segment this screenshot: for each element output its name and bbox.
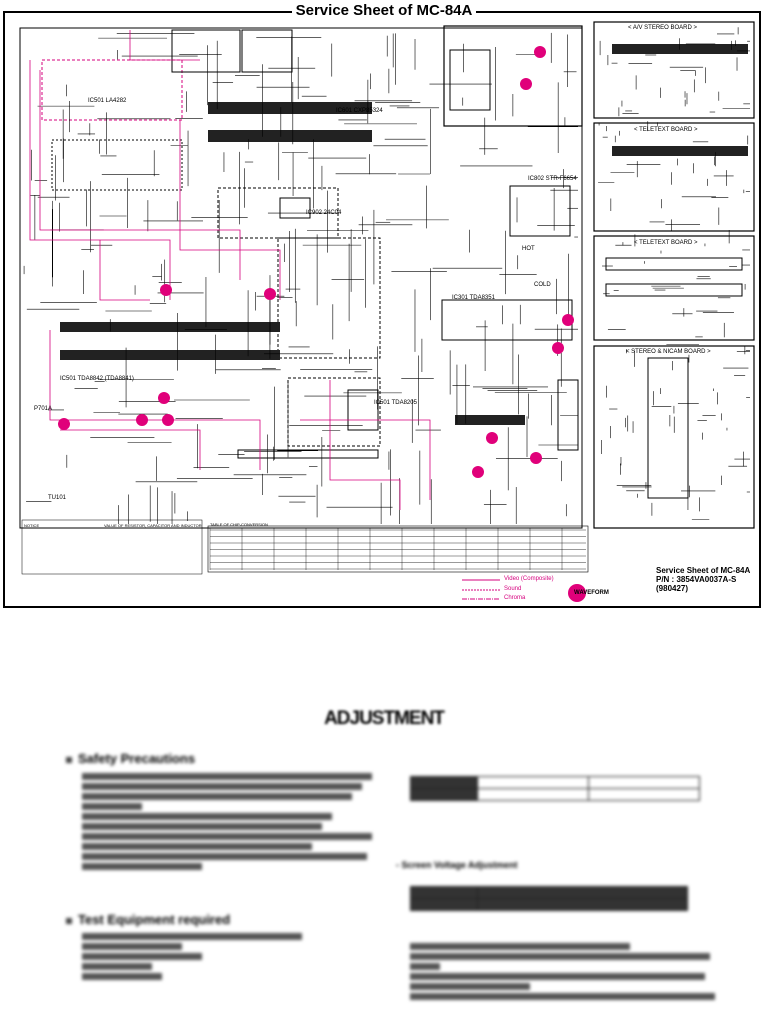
teletext-board-1-label: < TELETEXT BOARD > [634, 127, 698, 133]
safety-heading: Safety Precautions [66, 751, 195, 766]
waveform-legend-badge [568, 584, 586, 602]
ic601-label: IC601 CXP85324 [336, 108, 383, 114]
waveform-badge [158, 392, 170, 404]
notice-label: NOTICE [24, 523, 40, 528]
ic501b-label: IC501 TDA8842 (TDA8841) [60, 376, 134, 382]
waveform-badge [486, 432, 498, 444]
safety-heading-text: Safety Precautions [78, 751, 196, 766]
teletext-board-1 [593, 122, 755, 232]
waveform-badge [58, 418, 70, 430]
av-stereo-board [593, 21, 755, 119]
cold-label: COLD [534, 282, 551, 288]
waveform-badge [534, 46, 546, 58]
waveform-badge [520, 78, 532, 90]
equipment-heading: Test Equipment required [66, 912, 230, 927]
part-number: P/N : 3854VA0037A-S [656, 575, 737, 584]
legend-video: Video (Composite) [504, 576, 554, 582]
legend-sound: Sound [504, 586, 522, 592]
date-code: (980427) [656, 584, 689, 593]
waveform-badge [136, 414, 148, 426]
equipment-heading-text: Test Equipment required [78, 912, 231, 927]
ic802-label: IC802 STR-F6654 [528, 176, 577, 182]
screen-voltage-heading: - Screen Voltage Adjustment [396, 860, 518, 870]
tu101-label: TU101 [48, 495, 67, 501]
stereo-nicam-board-label: < STEREO & NICAM BOARD > [626, 349, 711, 355]
teletext-board-2 [593, 235, 755, 341]
ic501c-label: IC501 TDA8205 [374, 400, 417, 406]
hot-label: HOT [522, 246, 535, 252]
adjustment-table-2 [410, 886, 688, 911]
safety-text [82, 770, 382, 873]
legend-waveform: WAVEFORM [574, 590, 609, 596]
bullet-icon [66, 756, 72, 763]
p701a-label: P701A [34, 406, 53, 412]
waveform-badge [472, 466, 484, 478]
waveform-badge [162, 414, 174, 426]
waveform-badge [264, 288, 276, 300]
waveform-badge [552, 342, 564, 354]
ic501-label: IC501 LA4282 [88, 98, 127, 104]
sheet-title-text: Service Sheet of MC-84A [291, 2, 477, 19]
adjustment-table-1 [410, 776, 700, 801]
teletext-board-2-label: < TELETEXT BOARD > [634, 240, 698, 246]
ic301-label: IC301 TDA8351 [452, 295, 495, 301]
table-title-label: TABLE OF CHIP-CONVERSION [210, 522, 268, 527]
values-label: VALUE OF RESISTOR, CAPACITOR AND INDUCTO… [104, 523, 202, 528]
schematic-sheet [3, 11, 761, 608]
screen-voltage-steps [410, 940, 720, 1003]
equipment-text [82, 930, 382, 983]
adjustment-title: ADJUSTMENT [324, 708, 445, 729]
waveform-badge [530, 452, 542, 464]
av-stereo-board-label: < A/V STEREO BOARD > [628, 25, 698, 31]
legend-chroma: Chroma [504, 595, 526, 601]
waveform-badge [160, 284, 172, 296]
sheet-title: Service Sheet of MC-84A [0, 0, 768, 22]
bullet-icon [66, 917, 72, 924]
schematic-diagram [19, 21, 755, 600]
waveform-badge [562, 314, 574, 326]
ic902-label: IC902 24C04 [306, 210, 342, 216]
stereo-nicam-board [593, 345, 755, 529]
footer-title: Service Sheet of MC-84A [656, 566, 751, 575]
